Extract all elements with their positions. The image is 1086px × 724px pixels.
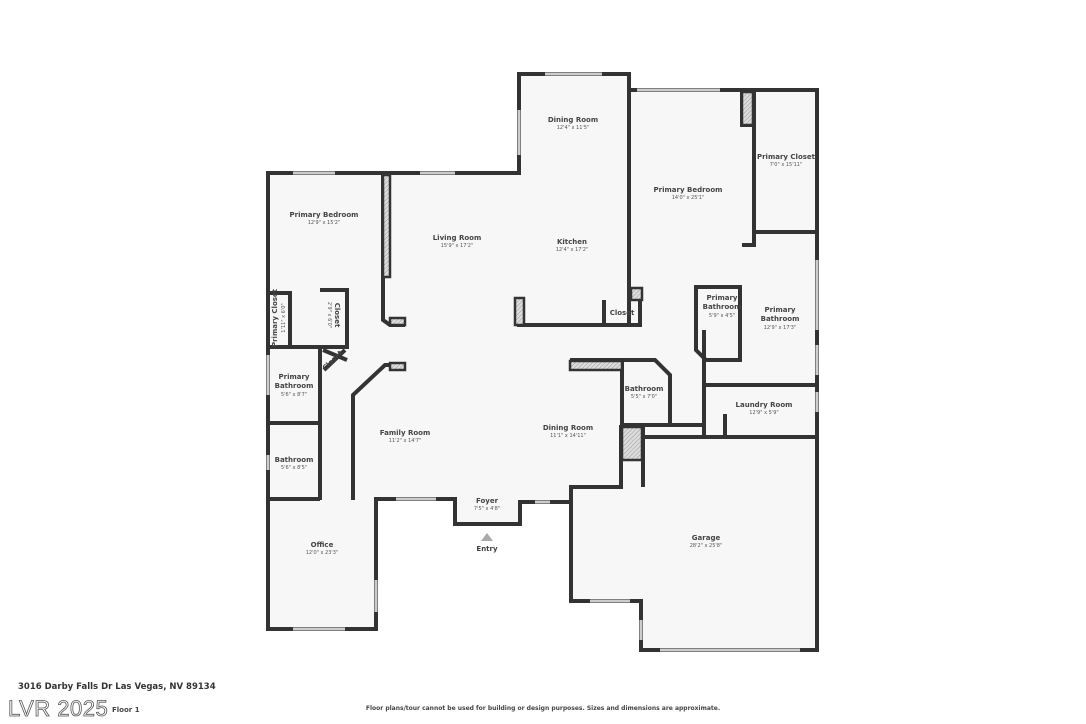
- room-name: Bathroom: [275, 382, 314, 390]
- room-dims: 5'9" x 4'5": [709, 313, 735, 319]
- room-dims: 12'9" x 15'2": [308, 220, 341, 226]
- room-dims: 12'9" x 17'3": [764, 325, 797, 331]
- room-name: Bathroom: [703, 303, 742, 311]
- room-name: Bathroom: [275, 456, 314, 464]
- room-dims: 2'9" x 6'0": [326, 302, 332, 328]
- room-dims: 12'0" x 23'3": [306, 550, 339, 556]
- room-dims: 14'0" x 25'1": [672, 195, 705, 201]
- room-dims: 5'5" x 7'0": [631, 394, 657, 400]
- room-dims: 5'6" x 8'7": [281, 392, 307, 398]
- room-dims: 11'1" x 14'11": [550, 433, 586, 439]
- room-dims: 15'9" x 17'2": [441, 243, 474, 249]
- room-dims: 1'11" x 6'0": [281, 303, 287, 332]
- room-name: Foyer: [476, 497, 499, 505]
- room-name: Dining Room: [543, 424, 593, 432]
- room-name: Primary Bedroom: [290, 211, 359, 219]
- room-name: Office: [311, 541, 334, 549]
- room-name: Primary Bedroom: [654, 186, 723, 194]
- hatched-columns: [381, 90, 755, 462]
- room-dims: 11'2" x 14'7": [389, 438, 422, 444]
- room-dims: 7'0" x 15'11": [770, 162, 803, 168]
- room-dims: 28'2" x 25'8": [690, 543, 723, 549]
- room-name: Bathroom: [625, 385, 664, 393]
- room-name: Primary Closet: [271, 288, 279, 347]
- room-name: Kitchen: [557, 238, 587, 246]
- room-name: Dining Room: [548, 116, 598, 124]
- room-name: Laundry Room: [736, 401, 793, 409]
- room-name: Primary: [764, 306, 795, 314]
- room-dims: 12'4" x 11'5": [557, 125, 590, 131]
- windows: [266, 72, 819, 652]
- room-name: Closet: [333, 303, 341, 328]
- room-dims: 7'5" x 4'8": [474, 506, 500, 512]
- room-dims: 5'6" x 8'5": [281, 465, 307, 471]
- disclaimer: Floor plans/tour cannot be used for buil…: [365, 705, 721, 712]
- room-name: Closet: [610, 309, 635, 317]
- room-name: Bathroom: [761, 315, 800, 323]
- room-name: Living Room: [433, 234, 482, 242]
- floor-label: Floor 1: [112, 706, 140, 714]
- room-name: Primary: [278, 373, 309, 381]
- floor-area: [268, 74, 817, 650]
- room-name: Primary: [706, 294, 737, 302]
- room-name: Primary Closet: [757, 153, 816, 161]
- watermark: LVR 2025: [8, 696, 109, 721]
- property-address: 3016 Darby Falls Dr Las Vegas, NV 89134: [18, 682, 216, 692]
- room-dims: 12'4" x 17'2": [556, 247, 589, 253]
- room-dims: 12'9" x 5'9": [749, 410, 778, 416]
- room-name: Garage: [692, 534, 721, 542]
- entry-arrow-icon: [481, 533, 493, 541]
- room-name: Family Room: [380, 429, 431, 437]
- entry-label: Entry: [476, 545, 498, 553]
- room-labels: Dining Room 12'4" x 11'5" Primary Bedroo…: [271, 116, 816, 556]
- exterior-walls: [266, 72, 819, 652]
